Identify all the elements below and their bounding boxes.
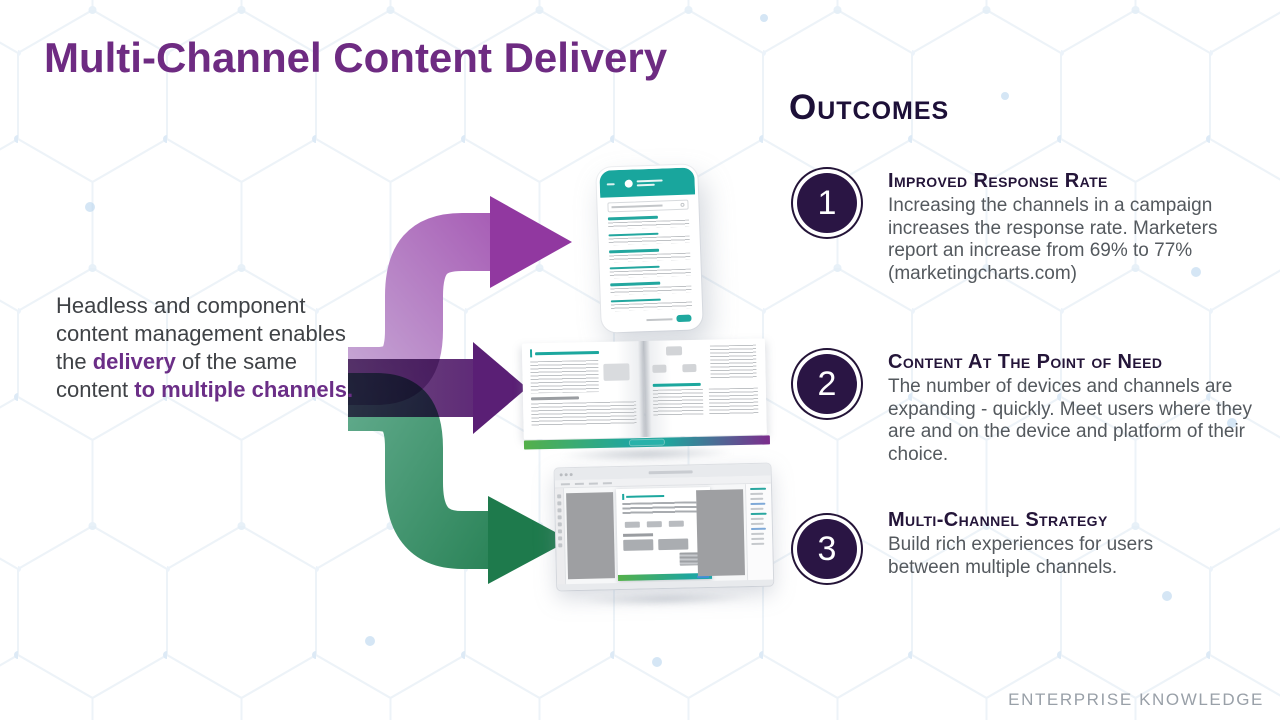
doc-buttons-placeholder [624,520,703,528]
footer-label-placeholder [629,439,665,446]
outcome-number-badge-1: 1 [797,173,857,233]
subheading-placeholder [530,396,580,401]
arrowhead-mobile [490,196,572,288]
intro-paragraph: Headless and component content managemen… [56,292,360,404]
book-left-page [521,341,645,440]
phone-app-header [599,167,696,198]
window-title-placeholder [648,469,693,474]
paragraph-placeholder [709,344,757,380]
channel-branch-arrows [348,196,572,584]
paragraph-placeholder [530,359,599,394]
outcome-title: Improved Response Rate [888,170,1108,192]
outcome-item-1: Improved Response Rate Increasing the ch… [888,170,1218,285]
outcomes-heading: Outcomes [789,88,950,127]
outcome-body: The number of devices and channels are e… [888,376,1252,465]
pasteboard-left [566,492,616,580]
window-control-icon [559,472,563,476]
paragraph-placeholder [531,401,637,428]
book-center-fold [637,340,652,438]
subheading-placeholder [652,382,701,387]
slide-title: Multi-Channel Content Delivery [44,34,668,81]
outcome-item-2: Content At The Point of Need The number … [888,351,1260,466]
desktop-app-mockup [551,463,780,609]
column-text-placeholder [708,387,759,415]
intro-highlight-delivery: delivery [92,349,176,374]
list-item [608,231,690,246]
intro-text-2: of the same content [56,349,297,402]
dropdown-icon [680,202,685,207]
next-button-placeholder [676,314,692,323]
layout-canvas [563,484,748,589]
mobile-app-mockup [596,164,703,333]
outcome-body: Build rich experiences for users between… [888,534,1154,578]
app-title-placeholder [636,177,663,188]
outcome-title: Content At The Point of Need [888,351,1163,373]
image-placeholder [603,363,630,381]
phone-search-bar [607,199,689,213]
diagram-placeholder [652,346,705,377]
outcome-body: Increasing the channels in a campaign in… [888,195,1218,284]
outcome-title: Multi-Channel Strategy [888,509,1108,531]
phone-screen [599,167,700,330]
arrowhead-desktop [488,496,570,584]
book-right-page [643,338,767,438]
doc-image-placeholders [623,537,705,551]
intro-highlight-channels: to multiple channels. [134,377,354,402]
outcome-number-badge-3: 3 [797,519,857,579]
intro-text: Headless and component content managemen… [56,293,346,374]
list-item [607,215,690,229]
pasteboard-right [696,489,746,577]
page-heading-placeholder [529,347,635,358]
outcome-number-badge-2: 2 [797,354,857,414]
company-brand: ENTERPRISE KNOWLEDGE [1008,690,1264,709]
doc-heading-placeholder [622,492,704,500]
properties-panel [744,483,774,585]
list-item [609,248,691,262]
application-window [554,463,774,591]
back-icon [606,182,615,185]
list-item [609,264,691,279]
doc-paragraph-placeholder [622,501,697,516]
arrow-to-desktop [348,373,570,584]
publication-mockup [520,338,772,465]
column-text-placeholder [652,388,703,416]
list-item [610,281,692,295]
outcome-item-3: Multi-Channel Strategy Build rich experi… [888,509,1218,579]
list-item [610,297,693,312]
window-control-icon [564,472,568,476]
window-control-icon [569,472,573,476]
pager-placeholder [646,317,673,321]
arrowhead-publication [473,342,527,434]
doc-subheading-placeholder [623,533,654,537]
app-logo-icon [624,179,633,188]
phone-article-list [601,213,699,317]
